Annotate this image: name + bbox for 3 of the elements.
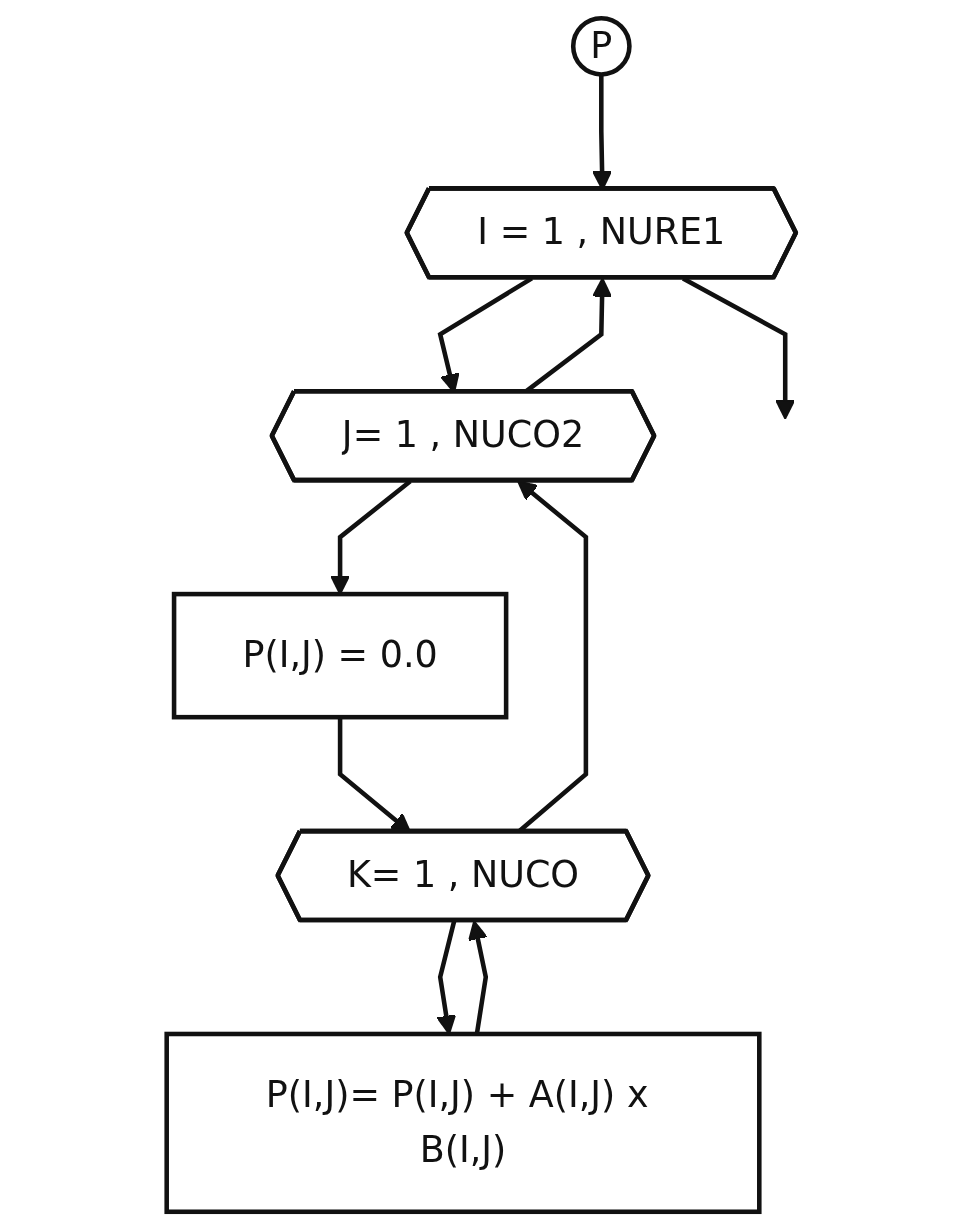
node-box: P(I,J) = 0.0 bbox=[171, 591, 509, 720]
node-circle: P bbox=[570, 15, 632, 77]
node-box: P(I,J)= P(I,J) + A(I,J) x B(I,J) bbox=[164, 1031, 762, 1215]
